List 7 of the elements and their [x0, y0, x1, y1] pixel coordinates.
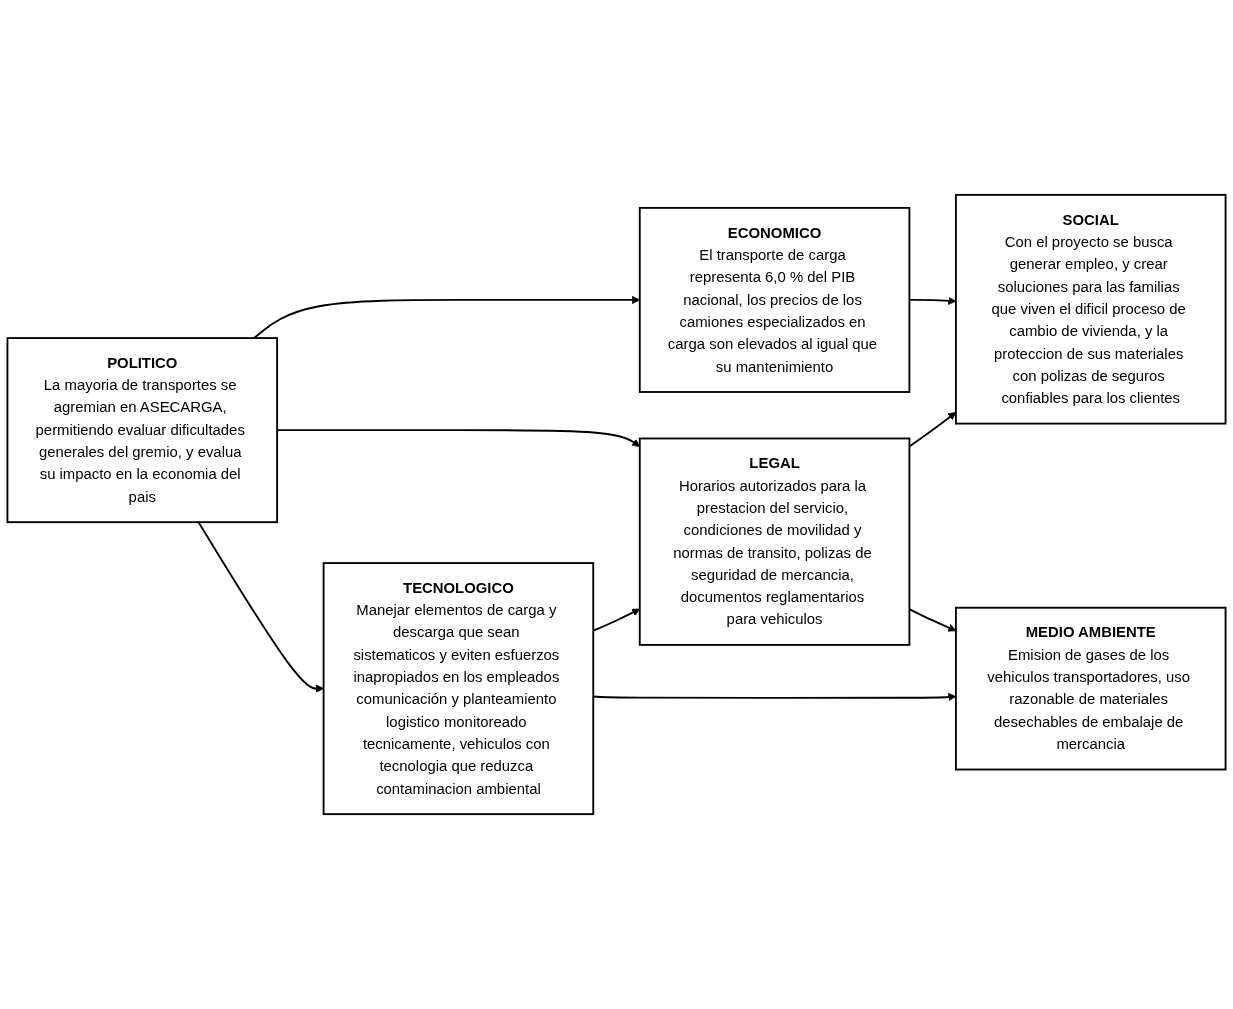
arrow	[197, 521, 324, 693]
node-box: POLITICO La mayoria de transportes se agremian en ASECARGA, permitiendo evaluar dificultades generales del gremio, y evalua su impacto en la economia del pais	[6, 337, 279, 524]
node-box: TECNOLOGICO Manejar elementos de carga y descarga que sean sistematicos y eviten esfuerzos inapropiados en los empleados comunicación y planteamiento logistico monitoreado tecnicamente, vehiculos con tecnologia que reduzca contaminacion ambiental	[322, 562, 595, 816]
node-box: LEGAL Horarios autorizados para la prestacion del servicio, condiciones de movilidad y normas de transito, polizas de seguridad de mercancia, documentos reglamentarios para vehiculos	[638, 437, 911, 646]
node-box: MEDIO AMBIENTE Emision de gases de los vehiculos transportadores, uso razonable de materiales desechables de embalaje de mercancia	[954, 606, 1227, 771]
node-box: ECONOMICO El transporte de carga representa 6,0 % del PIB nacional, los precios de los camiones especializados en carga son elevados al igual que su mantenimiento	[638, 206, 911, 393]
node-box: SOCIAL Con el proyecto se busca generar empleo, y crear soluciones para las familias que viven el dificil proceso de cambio de vivienda, y la proteccion de sus materiales con polizas de seguros confiables para los clientes	[954, 193, 1227, 425]
